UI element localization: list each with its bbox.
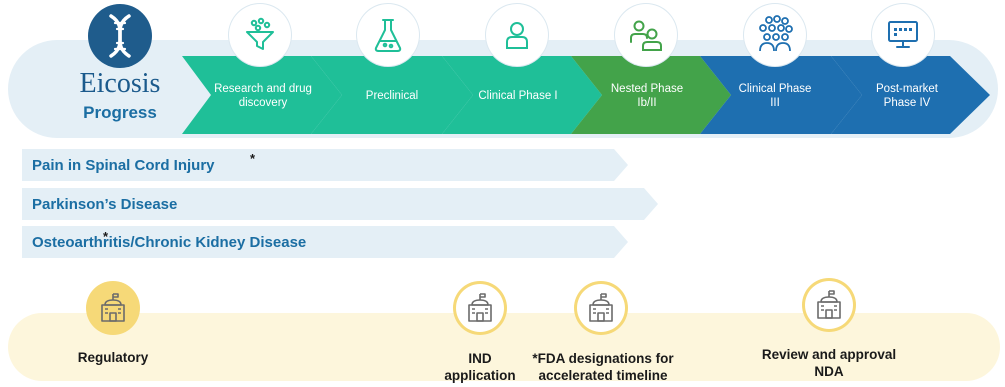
ind-application-label: IND application bbox=[444, 351, 516, 383]
dna-icon bbox=[88, 4, 152, 68]
program-spinal-cord-star: * bbox=[250, 151, 256, 166]
stage-label-phase4: Post-market Phase IV bbox=[876, 83, 938, 109]
nda-building-icon bbox=[802, 278, 856, 332]
fda-building-icon bbox=[574, 281, 628, 335]
flask-icon bbox=[357, 4, 419, 66]
stage-label-phase1: Clinical Phase I bbox=[478, 90, 558, 102]
stage-arrow-4 bbox=[571, 56, 731, 134]
stage-arrow-2 bbox=[311, 56, 473, 134]
stage-label-phase1b2: Nested Phase Ib/II bbox=[610, 83, 684, 109]
ind-building-icon bbox=[453, 281, 507, 335]
program-bar-1 bbox=[22, 149, 628, 181]
person-icon bbox=[486, 4, 548, 66]
fda-designations-label: *FDA designations for accelerated timeli… bbox=[532, 351, 674, 383]
program-osteoarthritis-star: * bbox=[103, 229, 109, 244]
stage-label-research: Research and drug discovery bbox=[214, 83, 312, 109]
stage-arrow-1 bbox=[182, 56, 342, 134]
stage-label-phase3: Clinical Phase III bbox=[738, 83, 812, 109]
program-osteoarthritis: Osteoarthritis/Chronic Kidney Disease bbox=[32, 234, 307, 251]
stage-arrow-3 bbox=[442, 56, 602, 134]
review-approval-label: Review and approval NDA bbox=[761, 347, 897, 379]
regulatory-label: Regulatory bbox=[77, 350, 149, 365]
program-bars bbox=[22, 149, 658, 258]
stage-label-preclinical: Preclinical bbox=[365, 90, 419, 102]
stage-arrows bbox=[182, 56, 990, 134]
brand-name: Eicosis bbox=[79, 68, 161, 99]
monitor-icon bbox=[872, 4, 934, 66]
program-parkinsons: Parkinson’s Disease bbox=[32, 196, 178, 213]
program-bar-3 bbox=[22, 226, 628, 258]
funnel-icon bbox=[229, 4, 291, 66]
stage-arrow-5 bbox=[700, 56, 862, 134]
crowd-icon bbox=[744, 4, 806, 66]
group-icon bbox=[615, 4, 677, 66]
regulatory-building-icon bbox=[86, 281, 140, 335]
stage-arrow-6 bbox=[831, 56, 990, 134]
brand-subtitle: Progress bbox=[83, 103, 157, 122]
program-bar-2 bbox=[22, 188, 658, 220]
program-spinal-cord: Pain in Spinal Cord Injury bbox=[32, 157, 215, 174]
